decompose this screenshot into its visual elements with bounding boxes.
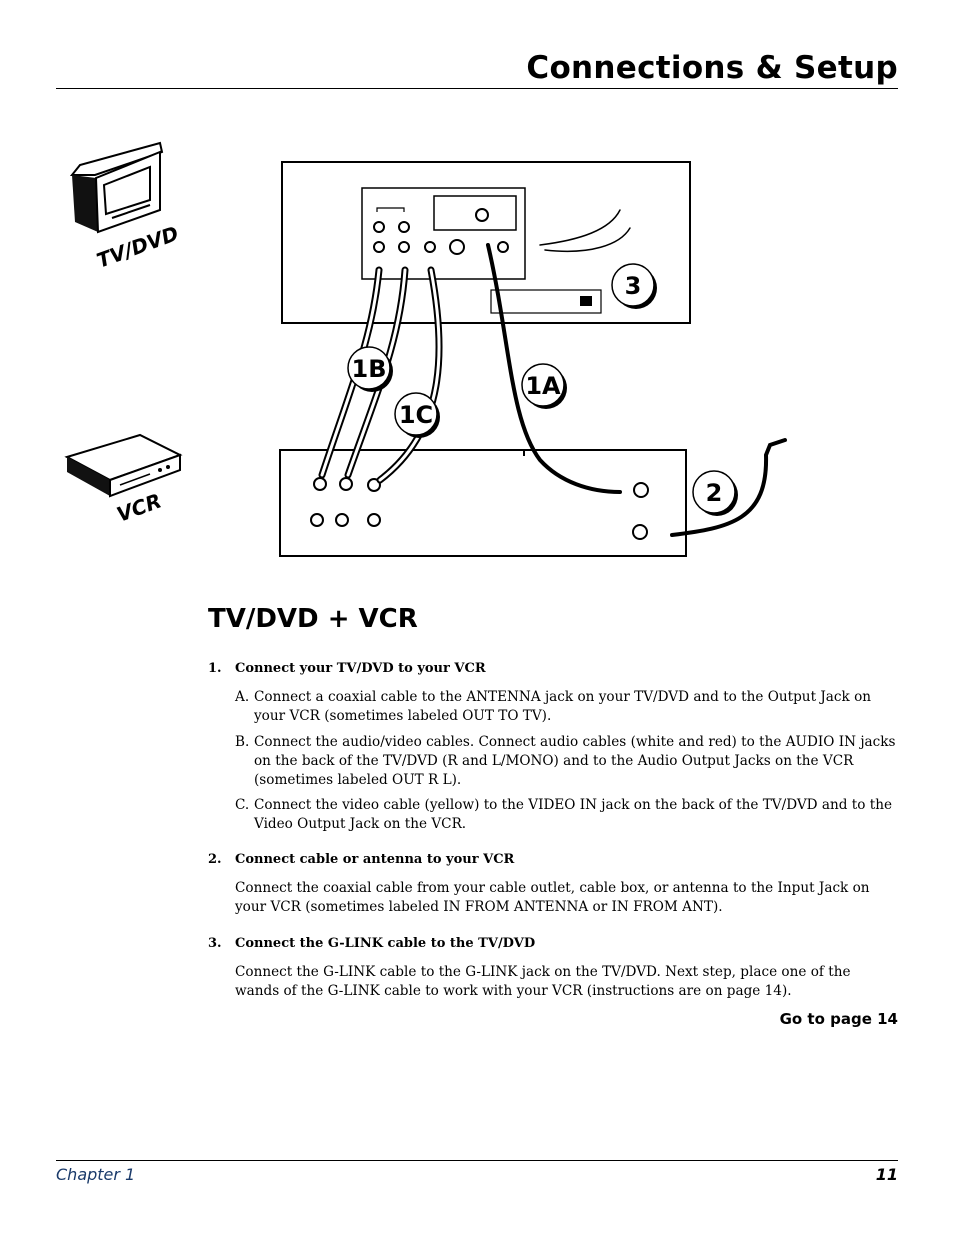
callout-1c: 1C [394,392,440,438]
tv-dvd-illustration [69,141,164,234]
callout-1a: 1A [521,363,567,409]
connection-diagram: TV/DVD VCR [64,141,787,557]
callout-3-label: 3 [625,272,642,300]
page-header-title: Connections & Setup [526,50,898,86]
step-1c-text: Connect the video cable (yellow) to the … [254,797,893,832]
step-2-heading: 2. Connect cable or antenna to your VCR [208,852,514,867]
step-1b-text: Connect the audio/video cables. Connect … [254,734,896,788]
step-2-heading-text: Connect cable or antenna to your VCR [235,852,515,867]
footer-divider [56,1160,898,1161]
step-1-heading-text: Connect your TV/DVD to your VCR [235,661,486,676]
step-3-text: Connect the G-LINK cable to the G-LINK j… [235,964,851,999]
vcr-label: VCR [114,489,165,527]
callout-2: 2 [692,470,738,516]
step-2-text: Connect the coaxial cable from your cabl… [235,880,870,915]
step-1b: B. Connect the audio/video cables. Conne… [235,733,897,790]
section-title: TV/DVD + VCR [208,604,418,634]
callout-1b-label: 1B [352,355,387,383]
callout-1b: 1B [347,346,393,392]
vcr-back-panel [279,449,687,557]
step-2-number: 2. [208,852,222,867]
callout-2-label: 2 [706,479,723,507]
step-1-number: 1. [208,661,222,676]
step-1c: C. Connect the video cable (yellow) to t… [235,796,897,834]
step-3-heading: 3. Connect the G-LINK cable to the TV/DVD [208,936,535,951]
go-to-page-link: Go to page 14 [779,1010,898,1028]
callout-3: 3 [611,263,657,309]
callout-1a-label: 1A [525,372,561,400]
tv-back-panel [281,161,691,324]
footer-page-number: 11 [875,1165,898,1184]
step-1c-label: C. [235,797,250,813]
footer-chapter: Chapter 1 [56,1165,136,1184]
step-1b-label: B. [235,734,250,750]
step-1a-text: Connect a coaxial cable to the ANTENNA j… [254,689,872,724]
step-1-heading: 1. Connect your TV/DVD to your VCR [208,661,486,676]
header-divider [56,88,898,89]
step-1a: A. Connect a coaxial cable to the ANTENN… [235,688,897,726]
callout-1c-label: 1C [399,401,433,429]
step-1a-label: A. [235,689,250,705]
step-3-heading-text: Connect the G-LINK cable to the TV/DVD [235,936,536,951]
vcr-illustration [64,433,183,498]
step-3-number: 3. [208,936,222,951]
